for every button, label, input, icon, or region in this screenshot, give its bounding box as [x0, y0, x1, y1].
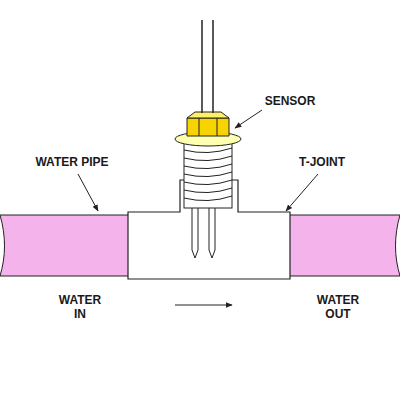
leader-arrow: [235, 110, 262, 128]
thread-line: [184, 172, 232, 177]
sensor-wire: [212, 20, 214, 113]
flow-arrow: [175, 305, 232, 306]
sensor-wire: [201, 20, 203, 113]
sensor-nut: [187, 118, 229, 136]
leader-arrow: [78, 174, 98, 211]
part-label: SENSOR: [250, 94, 330, 108]
nut-edge: [199, 118, 200, 136]
sensor-thread: [184, 142, 232, 208]
water-pipe: [288, 215, 400, 276]
thread-line: [184, 196, 232, 201]
thread-line: [184, 180, 232, 185]
part-label: T-JOINT: [282, 155, 362, 169]
thread-line: [184, 148, 232, 153]
sensor-nut-top: [187, 112, 229, 118]
part-label: WATER PIPE: [17, 155, 127, 169]
sensor-probe: [192, 200, 198, 258]
nut-edge: [217, 118, 218, 136]
thread-lines: [184, 148, 232, 201]
flow-label: WATER OUT: [312, 293, 364, 321]
flow-label: WATER IN: [54, 293, 106, 321]
thread-line: [184, 164, 232, 169]
sensor-probe: [209, 200, 215, 258]
thread-line: [184, 188, 232, 193]
water-pipe: [0, 215, 130, 276]
leader-arrow: [286, 174, 318, 211]
thread-line: [184, 156, 232, 161]
